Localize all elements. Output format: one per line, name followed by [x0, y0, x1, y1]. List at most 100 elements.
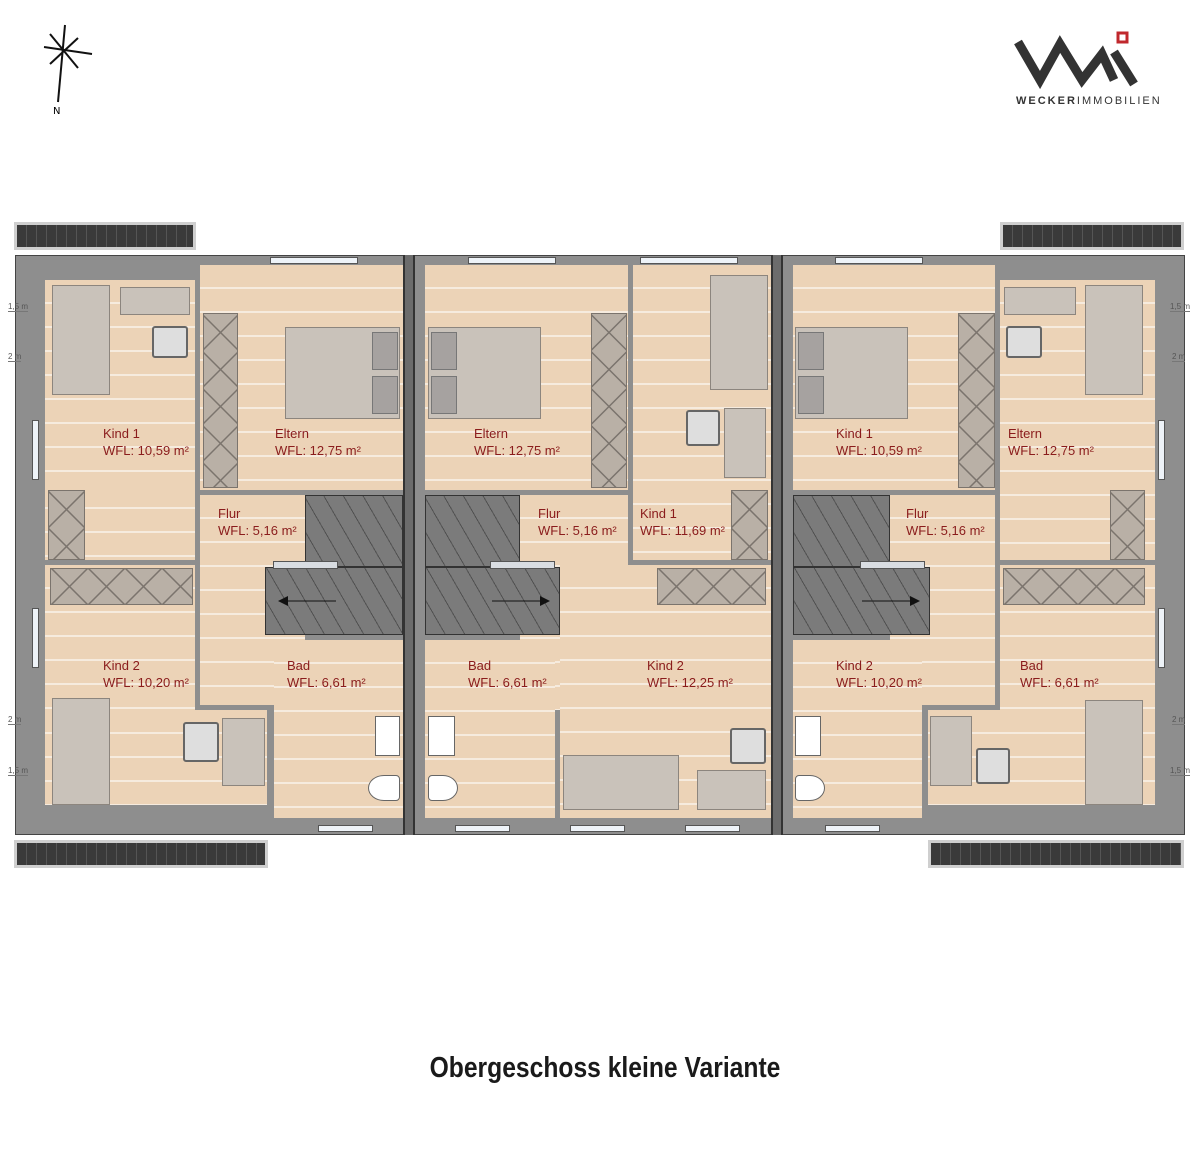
wecker-immobilien-logo [1014, 31, 1138, 90]
window [685, 825, 740, 832]
desk [1004, 287, 1076, 315]
cabinet [48, 490, 85, 560]
logo-accent-square [1116, 31, 1129, 44]
staircase [425, 495, 520, 567]
toilet [795, 775, 825, 801]
toilet [428, 775, 458, 801]
room-name: Kind 1 [836, 426, 873, 441]
room-area: WFL: 5,16 m² [218, 523, 297, 538]
stair-landing [860, 561, 925, 569]
logo-brand-bold: WECKER [1016, 95, 1077, 107]
wardrobe [1003, 568, 1145, 605]
window [468, 257, 556, 264]
height-mark: 1,5 m [1170, 302, 1191, 312]
desk [222, 718, 265, 786]
room-name: Kind 2 [836, 658, 873, 673]
room-name: Bad [1020, 658, 1044, 673]
room-area: WFL: 6,61 m² [1020, 675, 1099, 690]
room-name: Bad [468, 658, 492, 673]
pillow [372, 376, 398, 414]
wardrobe [591, 313, 627, 488]
room-label: Kind 2 WFL: 10,20 m² [836, 657, 922, 691]
room-area: WFL: 11,69 m² [640, 523, 726, 538]
stair-landing [490, 561, 555, 569]
height-mark: 2 m [8, 352, 22, 362]
room-area: WFL: 12,75 m² [275, 443, 361, 458]
wardrobe [958, 313, 995, 488]
bed [52, 698, 110, 805]
room-area: WFL: 10,20 m² [836, 675, 922, 690]
height-mark: 2 m [1172, 352, 1186, 362]
stair-direction-arrow-icon [278, 596, 336, 606]
room-area: WFL: 12,25 m² [647, 675, 733, 690]
bed [52, 285, 110, 395]
room-name: Flur [538, 506, 561, 521]
room-name: Kind 2 [647, 658, 684, 673]
staircase [305, 495, 403, 567]
wardrobe [203, 313, 238, 488]
room-area: WFL: 10,20 m² [103, 675, 189, 690]
pillow [431, 376, 457, 414]
plan-title: Obergeschoss kleine Variante [429, 1052, 781, 1084]
sink [428, 716, 455, 756]
room-area: WFL: 10,59 m² [103, 443, 189, 458]
room-name: Kind 1 [103, 426, 140, 441]
compass-north-label: N [53, 106, 60, 117]
desk [724, 408, 766, 478]
pillow [798, 376, 824, 414]
toilet [368, 775, 400, 801]
roof-overhang [14, 840, 268, 868]
roof-overhang [928, 840, 1184, 868]
stair-direction-arrow-icon [492, 596, 550, 606]
chair [730, 728, 766, 764]
room-name: Flur [218, 506, 241, 521]
height-mark: 1,5 m [1170, 766, 1191, 776]
room-name: Flur [906, 506, 929, 521]
cabinet [731, 490, 768, 560]
roof-overhang [14, 222, 196, 250]
height-mark: 2 m [1172, 715, 1186, 725]
window [1158, 420, 1165, 480]
room-flur-unit1 [200, 495, 305, 705]
pillow [798, 332, 824, 370]
party-wall [771, 255, 783, 835]
chair [1006, 326, 1042, 358]
window [825, 825, 880, 832]
room-area: WFL: 5,16 m² [538, 523, 617, 538]
bed [563, 755, 679, 810]
desk [120, 287, 190, 315]
desk [697, 770, 766, 810]
room-label: Kind 1 WFL: 10,59 m² [103, 425, 189, 459]
window [32, 608, 39, 668]
room-name: Eltern [275, 426, 309, 441]
desk [930, 716, 972, 786]
room-area: WFL: 5,16 m² [906, 523, 985, 538]
window [318, 825, 373, 832]
window [455, 825, 510, 832]
stair-landing [273, 561, 338, 569]
bed [1085, 285, 1143, 395]
room-name: Eltern [474, 426, 508, 441]
cabinet [1110, 490, 1145, 560]
wardrobe [657, 568, 766, 605]
room-label: Kind 2 WFL: 12,25 m² [647, 657, 733, 691]
height-mark: 1,5 m [8, 766, 29, 776]
window [1158, 608, 1165, 668]
logo-text: WECKERIMMOBILIEN [1016, 95, 1162, 107]
room-area: WFL: 6,61 m² [468, 675, 547, 690]
window [640, 257, 738, 264]
window [32, 420, 39, 480]
stair-direction-arrow-icon [862, 596, 920, 606]
room-area: WFL: 12,75 m² [474, 443, 560, 458]
